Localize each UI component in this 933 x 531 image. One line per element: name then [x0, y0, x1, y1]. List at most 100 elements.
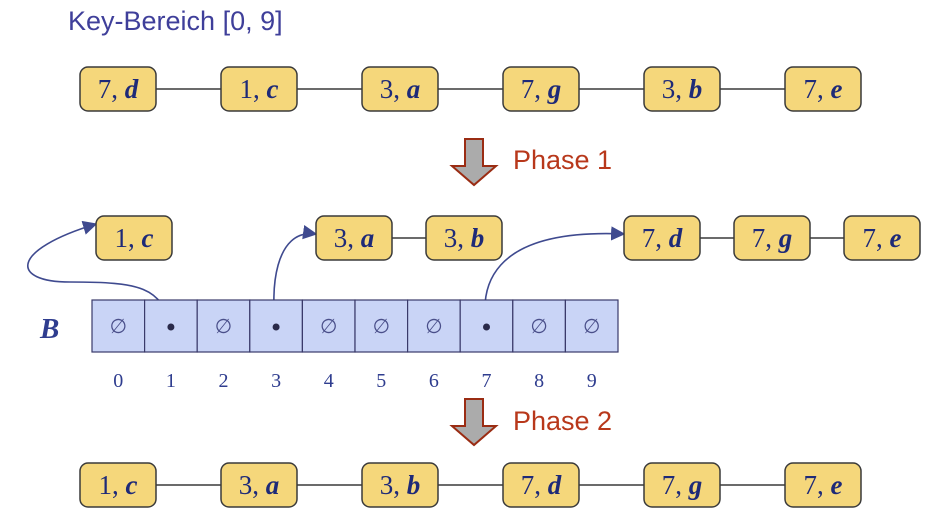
bucket-3-node-key: 3	[444, 223, 458, 253]
bucket-1-node-separator: ,	[128, 223, 142, 253]
svg-text:7, g: 7, g	[662, 470, 703, 500]
empty-set-symbol: ∅	[583, 314, 600, 338]
input-node-box	[79, 66, 157, 112]
bucket-1-node: 1, c	[95, 215, 173, 261]
output-node-box	[220, 462, 298, 508]
svg-text:7, e: 7, e	[804, 470, 843, 500]
output-node-separator: ,	[817, 470, 831, 500]
diagram-title: Key-Bereich [0, 9]	[68, 6, 283, 36]
bucket-pointer-dot	[272, 323, 280, 331]
bucket-7-node-value: g	[778, 223, 793, 253]
input-sequence: 7, d 1, c 3, a 7, g 3, b 7, e	[79, 66, 862, 112]
bucket-7-node: 7, d	[623, 215, 701, 261]
bucket-index: 3	[271, 370, 281, 392]
output-node-key: 7	[662, 470, 676, 500]
output-node-value: g	[688, 470, 703, 500]
bucket-cell	[459, 299, 514, 353]
bucket-7-node-box	[843, 215, 921, 261]
bucket-7-node-box	[623, 215, 701, 261]
input-node-value: g	[547, 74, 562, 104]
bucket-cell: ∅	[91, 299, 146, 353]
output-node-separator: ,	[675, 470, 689, 500]
input-node-value: a	[407, 74, 421, 104]
output-node-value: e	[831, 470, 843, 500]
phase-1-label: Phase 1	[513, 145, 612, 175]
input-node: 7, g	[502, 66, 580, 112]
svg-text:3, b: 3, b	[662, 74, 703, 104]
output-node: 7, e	[784, 462, 862, 508]
output-node-box	[643, 462, 721, 508]
input-node-key: 7	[98, 74, 112, 104]
input-node: 1, c	[220, 66, 298, 112]
bucket-7-node-box	[733, 215, 811, 261]
input-node-box	[502, 66, 580, 112]
bucket-3-node-separator: ,	[457, 223, 471, 253]
bucket-7-node-separator: ,	[876, 223, 890, 253]
empty-set-symbol: ∅	[320, 314, 337, 338]
input-node-box	[643, 66, 721, 112]
bucket-index: 0	[113, 370, 123, 392]
output-node-value: c	[126, 470, 138, 500]
input-node-value: b	[689, 74, 703, 104]
output-node-separator: ,	[252, 470, 266, 500]
bucket-7-node-key: 7	[642, 223, 656, 253]
output-node-separator: ,	[534, 470, 548, 500]
svg-text:7, g: 7, g	[521, 74, 562, 104]
empty-set-symbol: ∅	[425, 314, 442, 338]
input-node-key: 3	[380, 74, 394, 104]
output-node-separator: ,	[393, 470, 407, 500]
input-node-key: 3	[662, 74, 676, 104]
output-node-key: 7	[804, 470, 818, 500]
phase-1-arrow	[449, 138, 499, 187]
svg-text:3, a: 3, a	[239, 470, 280, 500]
bucket-1-node-box	[95, 215, 173, 261]
output-node-box	[502, 462, 580, 508]
empty-set-symbol: ∅	[373, 314, 390, 338]
input-node-separator: ,	[253, 74, 267, 104]
bucket-index: 4	[324, 370, 334, 392]
input-node-key: 7	[521, 74, 535, 104]
input-node-separator: ,	[111, 74, 125, 104]
input-node-value: e	[831, 74, 843, 104]
bucket-index: 1	[166, 370, 176, 392]
bucket-cell: ∅	[407, 299, 461, 353]
bucket-3-node-key: 3	[334, 223, 348, 253]
svg-text:3, b: 3, b	[444, 223, 485, 253]
bucket-cell: ∅	[196, 299, 251, 353]
svg-text:7, g: 7, g	[752, 223, 793, 253]
bucket-index: 7	[482, 370, 492, 392]
output-node: 3, b	[361, 462, 439, 508]
svg-text:3, a: 3, a	[380, 74, 421, 104]
bucket-7-node-separator: ,	[655, 223, 669, 253]
bucket-cell-box	[301, 299, 356, 353]
svg-text:3, b: 3, b	[380, 470, 421, 500]
svg-text:7, d: 7, d	[521, 470, 562, 500]
bucket-7-node-key: 7	[863, 223, 877, 253]
bucket-7-node-key: 7	[752, 223, 766, 253]
output-node-key: 7	[521, 470, 535, 500]
bucket-cell	[144, 299, 198, 353]
input-node-value: d	[125, 74, 139, 104]
output-node-box	[784, 462, 862, 508]
input-node-separator: ,	[817, 74, 831, 104]
bucket-cell-box	[512, 299, 566, 353]
input-node-key: 7	[804, 74, 818, 104]
bucket-3-node-box	[425, 215, 503, 261]
bucket-array-name: B	[39, 313, 59, 345]
output-node-box	[361, 462, 439, 508]
output-node-separator: ,	[112, 470, 126, 500]
output-node-key: 1	[99, 470, 113, 500]
bucket-pointer-dot	[483, 323, 490, 331]
bucket-3-node-box	[315, 215, 393, 261]
phase-2-arrow	[449, 398, 499, 447]
input-node: 7, e	[784, 66, 862, 112]
bucket-7-node-value: e	[890, 223, 902, 253]
output-node-key: 3	[380, 470, 394, 500]
empty-set-symbol: ∅	[215, 314, 232, 338]
input-node-value: c	[267, 74, 279, 104]
svg-text:7, d: 7, d	[642, 223, 683, 253]
bucket-3-node: 3, a	[315, 215, 393, 261]
svg-text:7, d: 7, d	[98, 74, 139, 104]
